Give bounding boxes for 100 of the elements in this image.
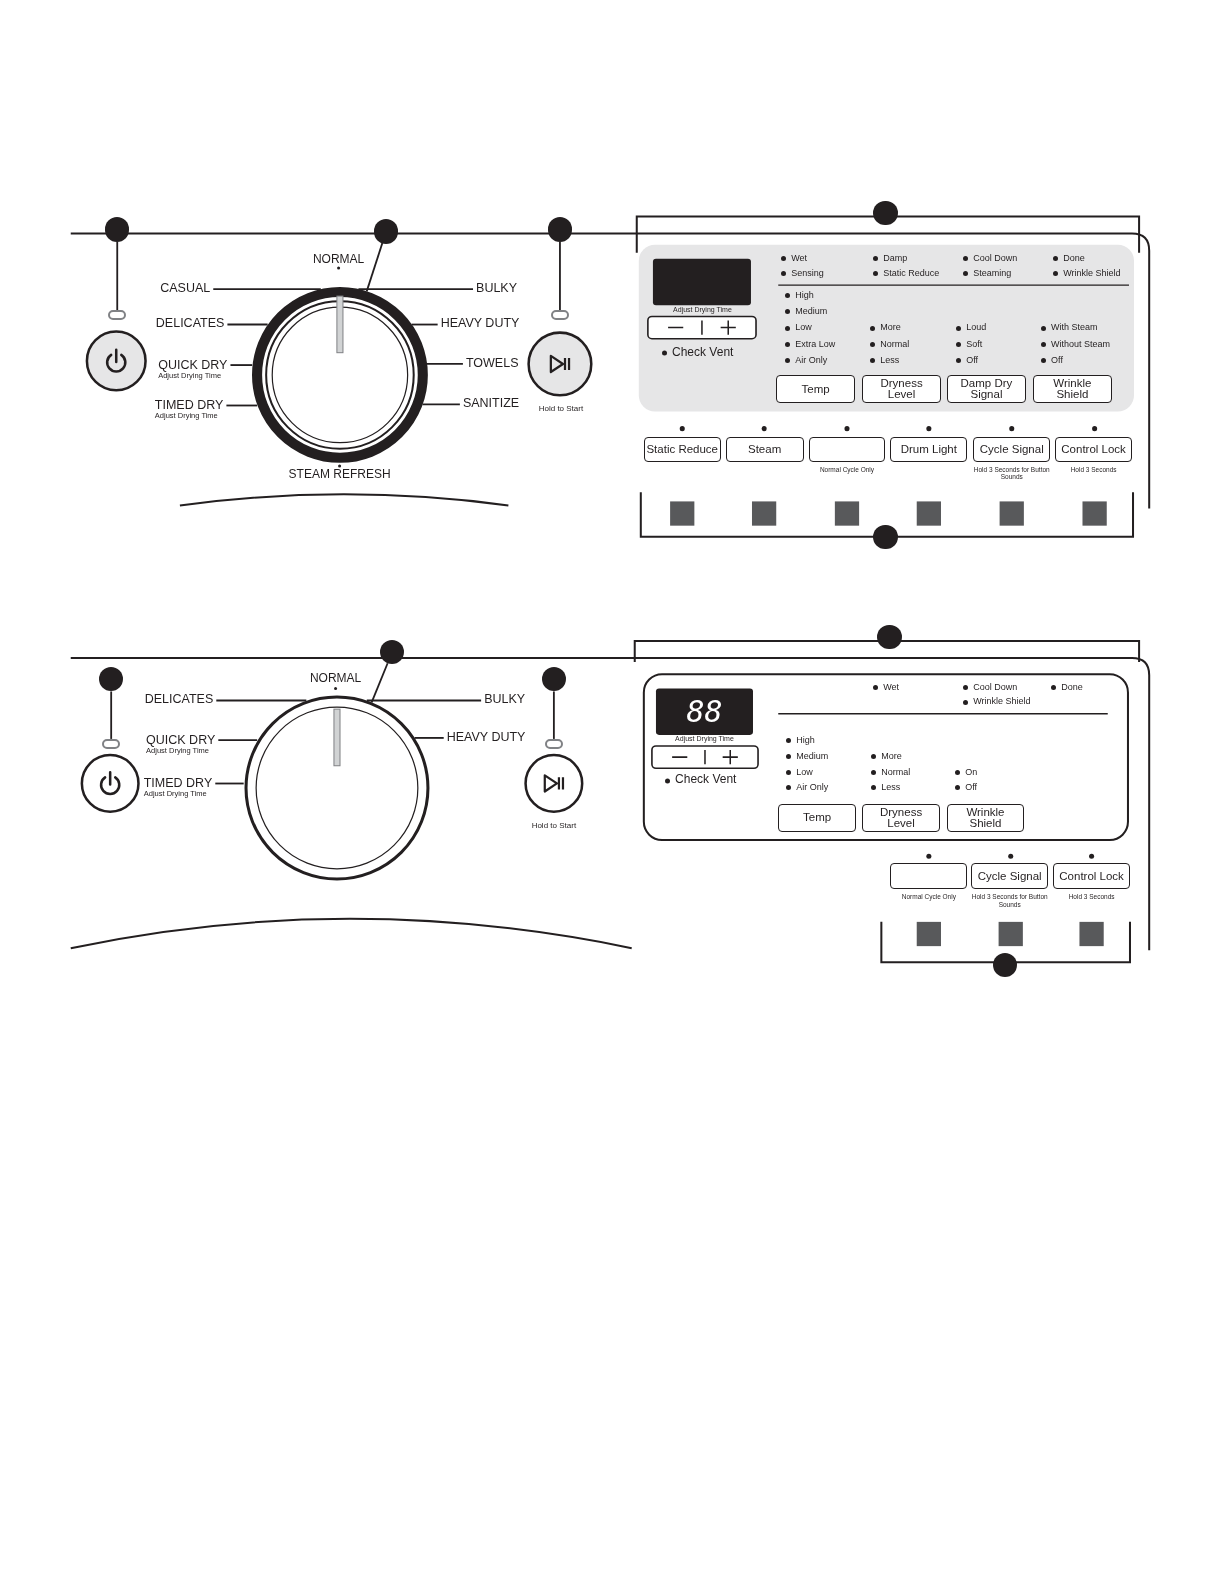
indicator-label: Off <box>955 783 977 794</box>
control-button: Drum Light <box>890 436 968 462</box>
callout-marker <box>373 219 399 244</box>
setting-label: NORMAL <box>312 253 365 267</box>
indicator-label: Soft <box>956 339 983 350</box>
leader-line <box>226 323 269 326</box>
indicator-label: Less <box>871 783 901 794</box>
setting-label: NORMAL <box>309 672 362 686</box>
indicator-label: Low <box>785 323 812 334</box>
leader-line <box>559 240 561 312</box>
leader-line <box>413 737 445 739</box>
indicator-label: High <box>786 735 815 746</box>
indicator-label: More <box>871 752 902 762</box>
cycle-label: CASUAL <box>160 282 211 296</box>
leader-line <box>214 782 245 785</box>
leader-line <box>215 699 308 702</box>
leader-line <box>421 403 461 406</box>
indicator-label: Done <box>1051 683 1083 694</box>
indicator-label: Wrinkle Shield <box>963 697 1031 708</box>
indicator-label: Static Reduce <box>873 268 940 279</box>
indicator-label: Damp <box>873 253 908 264</box>
cycle-label: SANITIZE <box>462 397 520 412</box>
leader-line <box>212 288 322 291</box>
indicator-label: On <box>955 768 978 779</box>
leader-line <box>229 364 254 366</box>
leader-line <box>365 242 384 293</box>
setting-label: STEAM REFRESH <box>288 468 391 482</box>
indicator-label: Wrinkle Shield <box>1053 268 1121 279</box>
control-button: Steam <box>725 436 804 462</box>
indicator-label: Extra Low <box>785 339 836 350</box>
callout-marker <box>873 524 898 549</box>
cycle-label: DELICATES <box>144 693 214 708</box>
indicator-label: Steaming <box>963 268 1012 279</box>
status-light <box>102 738 121 749</box>
indicator-label: Medium <box>786 752 829 762</box>
leader-line <box>552 690 555 740</box>
cycle-label: DELICATES <box>155 317 225 332</box>
callout-marker <box>541 667 566 692</box>
indicator-label: Done <box>1053 253 1085 264</box>
cycle-label: QUICK DRY <box>146 733 216 747</box>
callout-marker <box>547 217 573 242</box>
control-button: Temp <box>778 803 857 832</box>
indicator-label: Sensing <box>781 268 824 279</box>
button-caption: Hold to Start <box>531 821 577 831</box>
indicator-label: Check Vent <box>662 346 734 360</box>
cycle-label: HEAVY DUTY <box>440 317 520 332</box>
digit-readout: 88 <box>686 696 723 727</box>
indicator-label: Cool Down <box>963 683 1018 694</box>
control-button: Dryness Level <box>862 374 941 404</box>
callout-marker <box>992 953 1017 978</box>
status-light <box>108 310 127 321</box>
cycle-label: TIMED DRY <box>143 776 213 790</box>
indicator-label: Off <box>956 355 978 366</box>
control-button: Wrinkle Shield <box>947 803 1024 832</box>
control-button <box>890 863 968 890</box>
indicator-label: With Steam <box>1041 323 1098 334</box>
leader-line <box>110 690 113 740</box>
cycle-label: BULKY <box>476 282 518 296</box>
control-button: Control Lock <box>1053 863 1130 890</box>
control-button: Static Reduce <box>643 436 721 462</box>
control-button <box>808 436 886 462</box>
callout-marker <box>877 624 902 649</box>
callout-marker <box>105 217 130 242</box>
status-light <box>550 310 570 321</box>
indicator-label: Wet <box>781 253 808 264</box>
indicator-label: Check Vent <box>665 773 737 787</box>
indicator-label: More <box>870 323 901 334</box>
control-button: Damp Dry Signal <box>947 374 1026 404</box>
callout-marker <box>873 201 898 226</box>
indicator-label: Normal <box>870 339 910 350</box>
leader-line <box>410 323 439 326</box>
control-button: Control Lock <box>1055 436 1132 462</box>
indicator-label: Loud <box>956 323 987 334</box>
cycle-label: QUICK DRY <box>158 358 228 372</box>
cycle-selector-knob <box>243 695 430 882</box>
leader-line <box>365 699 483 702</box>
control-button: Cycle Signal <box>971 863 1049 890</box>
callout-marker <box>99 667 124 692</box>
callout-marker <box>380 639 405 665</box>
indicator-label: Medium <box>785 307 828 318</box>
button-caption: Hold to Start <box>538 404 584 414</box>
indicator-label: High <box>785 291 814 302</box>
cycle-selector-knob <box>251 287 428 463</box>
indicator-label: Air Only <box>786 783 829 794</box>
indicator-label: Air Only <box>785 355 828 366</box>
indicator-label: Without Steam <box>1041 339 1111 350</box>
indicator-label: Low <box>786 768 813 779</box>
status-light <box>544 738 563 749</box>
control-button: Wrinkle Shield <box>1032 374 1112 404</box>
cycle-label: TIMED DRY <box>154 398 224 412</box>
cycle-label: BULKY <box>484 693 526 708</box>
control-button: Cycle Signal <box>973 436 1051 462</box>
indicator-label: Off <box>1041 355 1063 366</box>
indicator-label: Normal <box>871 768 911 779</box>
cycle-label: TOWELS <box>465 357 519 371</box>
indicator-label: Wet <box>873 683 900 694</box>
indicator-label: Less <box>870 355 900 366</box>
leader-line <box>116 240 119 312</box>
leader-line <box>217 739 259 741</box>
cycle-label: HEAVY DUTY <box>446 730 526 745</box>
